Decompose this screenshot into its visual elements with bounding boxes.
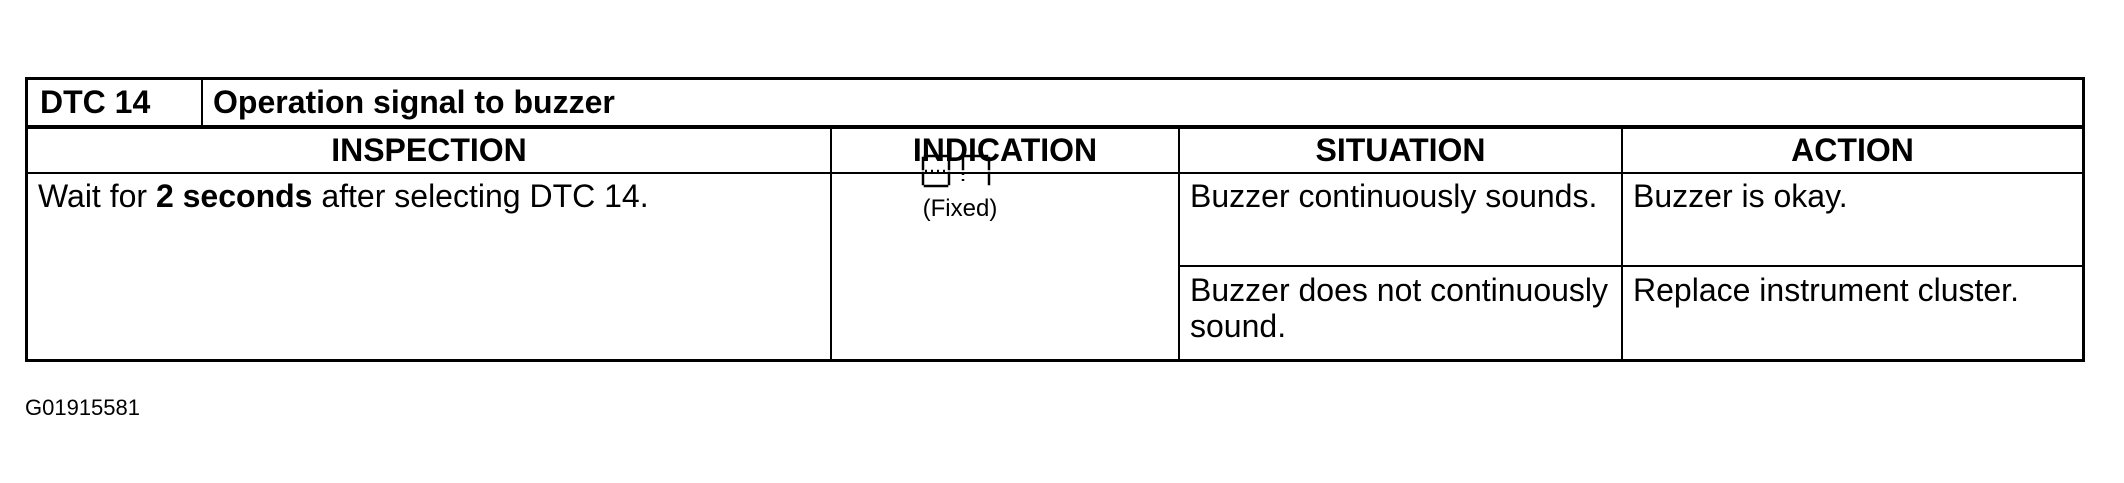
column-divider: [1621, 129, 1623, 359]
inspection-cell: Wait for 2 seconds after selecting DTC 1…: [38, 178, 818, 214]
dtc-code: DTC 14: [28, 80, 203, 125]
header-situation: SITUATION: [1315, 132, 1486, 168]
header-inspection: INSPECTION: [331, 132, 527, 168]
indication-label: (Fixed): [922, 195, 998, 222]
situation-cell: Buzzer does not continuously sound.: [1190, 272, 1609, 344]
inspection-prefix: Wait for: [38, 178, 156, 214]
dtc-title-row: DTC 14 Operation signal to buzzer: [28, 80, 2082, 129]
action-cell: Buzzer is okay.: [1633, 178, 1848, 214]
action-cell: Replace instrument cluster.: [1633, 272, 2019, 308]
inspection-emphasis: 2 seconds: [155, 178, 313, 214]
column-header-row: INSPECTION INDICATION SITUATION ACTION: [28, 129, 2082, 174]
seven-segment-display-icon: [921, 154, 991, 188]
dtc-table: DTC 14 Operation signal to buzzer INSPEC…: [25, 77, 2085, 362]
header-action: ACTION: [1791, 132, 1914, 168]
row-divider: [1180, 265, 2082, 267]
situation-cell: Buzzer continuously sounds.: [1190, 178, 1598, 214]
column-divider: [830, 129, 832, 359]
inspection-suffix: after selecting DTC 14.: [312, 178, 649, 214]
figure-id: G01915581: [25, 395, 140, 420]
header-indication: INDICATION: [912, 132, 1098, 168]
dtc-title: Operation signal to buzzer: [213, 84, 615, 120]
column-divider: [1178, 129, 1180, 359]
